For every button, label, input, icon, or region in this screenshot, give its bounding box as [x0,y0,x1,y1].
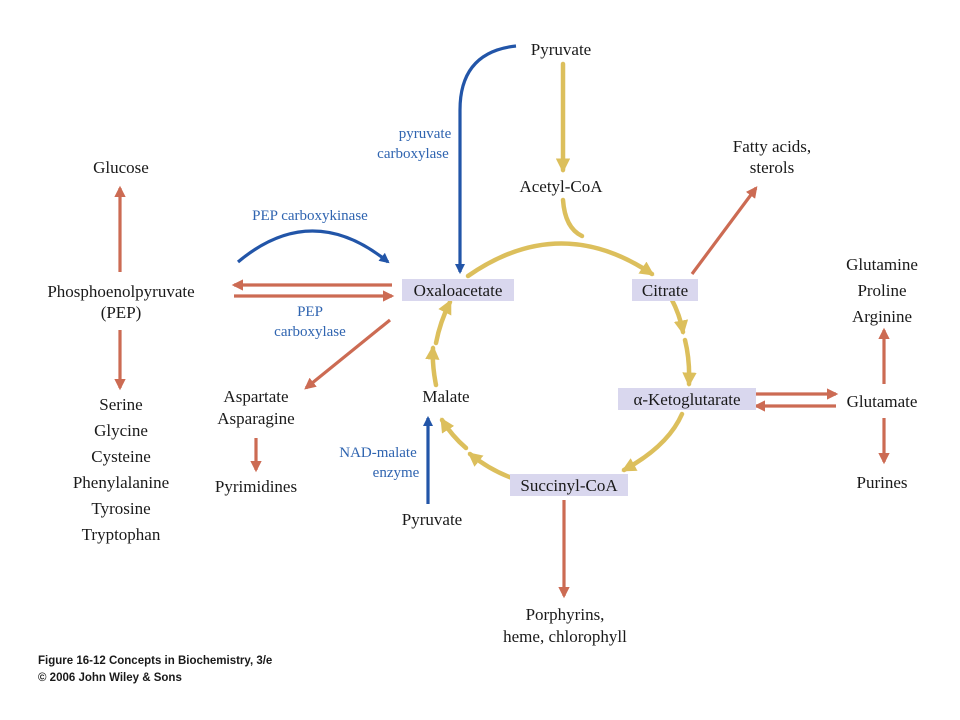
fatty-acids-label-line1: Fatty acids, [733,137,811,156]
glycine-label: Glycine [94,421,148,440]
proline-label: Proline [857,281,906,300]
pep-label-line1: Phosphoenolpyruvate [47,282,194,301]
succinylcoa-highlight [510,474,628,496]
pyruvate-top-label: Pyruvate [531,40,591,59]
pyruvate-carboxylase-label-line2: carboxylase [377,146,449,162]
arrow-ketoglutarate-to-succinylcoa [621,411,685,473]
arrow-citrate-to-ketoglutarate-1 [668,295,689,335]
arrow-citrate-to-ketoglutarate-2 [682,337,697,387]
ketoglutarate-highlight [618,388,756,410]
cysteine-label: Cysteine [91,447,151,466]
tryptophan-label: Tryptophan [82,525,161,544]
oxaloacetate-label: Oxaloacetate [414,281,503,300]
cycle-ring [425,61,697,481]
tyrosine-label: Tyrosine [91,499,150,518]
ketoglutarate-label: α-Ketoglutarate [633,390,740,409]
anaplerotic-arrows [236,44,517,504]
acetylcoa-label: Acetyl-CoA [519,177,603,196]
figure-caption-line2: © 2006 John Wiley & Sons [38,672,182,684]
purines-label: Purines [857,473,908,492]
arrow-oxaloacetate-to-citrate [465,241,655,279]
arrow-oxaloacetate-to-aspartate [304,318,392,390]
figure-caption-line1: Figure 16-12 Concepts in Biochemistry, 3… [38,655,272,667]
amino-acids-from-pep: Serine Glycine Cysteine Phenylalanine Ty… [73,395,169,544]
pyruvate-bottom-label: Pyruvate [402,510,462,529]
pyrimidines-label: Pyrimidines [215,477,297,496]
malate-label: Malate [422,387,469,406]
arrow-pep-carboxykinase [236,229,390,264]
arrow-pyruvate-to-oxaloacetate [454,44,517,275]
pep-carboxylase-label-line1: PEP [297,304,323,320]
porphyrins-label-line1: Porphyrins, [526,605,605,624]
pep-carboxykinase-label: PEP carboxykinase [252,208,368,224]
arginine-label: Arginine [852,307,912,326]
oxaloacetate-highlight [402,279,514,301]
aspartate-label: Aspartate [223,387,288,406]
pyruvate-carboxylase-label-line1: pyruvate [399,126,452,142]
fatty-acids-label-line2: sterols [750,158,794,177]
pep-carboxylase-label-line2: carboxylase [274,324,346,340]
nad-malate-enzyme-label-line1: NAD-malate [339,445,417,461]
citrate-label: Citrate [642,281,688,300]
pep-label-line2: (PEP) [101,303,142,322]
serine-label: Serine [99,395,142,414]
arrow-malate-to-oxaloacetate-2 [433,299,453,346]
porphyrins-label-line2: heme, chlorophyll [503,627,627,646]
arrow-citrate-to-fatty-acids [690,186,758,275]
glutamine-label: Glutamine [846,255,918,274]
phenylalanine-label: Phenylalanine [73,473,169,492]
arrow-acetylcoa-into-cycle [560,197,585,239]
glucose-label: Glucose [93,158,149,177]
biosynthesis-arrows [114,185,890,599]
arrow-succinylcoa-to-malate-1 [467,451,515,481]
arrow-succinylcoa-to-malate-2 [439,417,469,451]
glutamate-label: Glutamate [847,392,918,411]
asparagine-label: Asparagine [217,409,294,428]
succinylcoa-label: Succinyl-CoA [520,476,618,495]
arrow-malate-to-oxaloacetate-1 [425,345,440,388]
citrate-highlight [632,279,698,301]
nad-malate-enzyme-label-line2: enzyme [373,465,420,481]
